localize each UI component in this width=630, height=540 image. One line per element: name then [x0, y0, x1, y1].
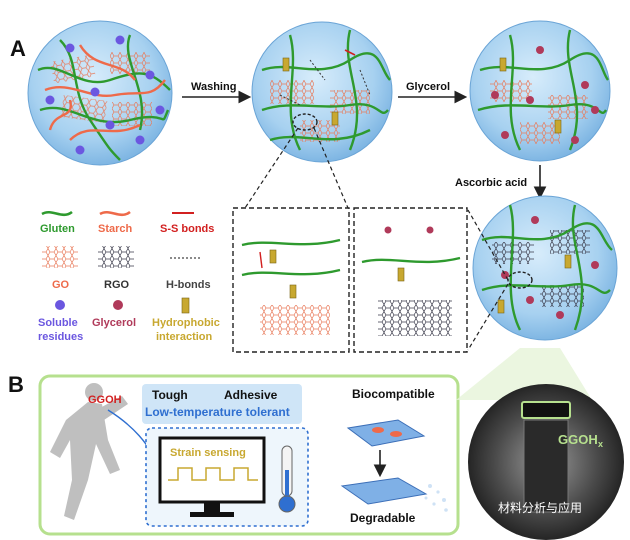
step-ascorbic: Ascorbic acid: [455, 177, 527, 189]
runner-label: GGOH: [88, 394, 122, 406]
legend: Gluten Starch S-S bonds GO RGO H-bonds S…: [38, 210, 220, 343]
sphere-initial: [27, 20, 173, 166]
panel-label-b: B: [8, 372, 24, 397]
signal-waveform: [168, 467, 258, 481]
monitor-base: [190, 512, 234, 517]
label-degradable: Degradable: [350, 511, 416, 525]
step-glycerol: Glycerol: [406, 81, 450, 93]
sphere-glycerol: [469, 20, 611, 162]
legend-soluble-2: residues: [38, 331, 83, 343]
properties-box: [142, 384, 302, 424]
film-degraded: [340, 477, 428, 505]
legend-hydrophobic-2: interaction: [156, 331, 213, 343]
film-intact: [346, 419, 426, 447]
monitor-stand: [204, 502, 220, 512]
sample-photo: [468, 384, 624, 540]
zoom-box-go: [232, 207, 350, 353]
legend-h-bonds: H-bonds: [166, 279, 211, 291]
sphere-reduced: [472, 195, 618, 341]
legend-hydrophobic-swatch: [181, 297, 190, 314]
legend-rgo: RGO: [104, 279, 130, 291]
thermometer-icon: [278, 445, 296, 513]
photo-label-sub: x: [598, 439, 603, 449]
label-biocompatible: Biocompatible: [352, 387, 435, 401]
legend-soluble-1: Soluble: [38, 317, 78, 329]
label-adhesive: Adhesive: [224, 388, 278, 402]
legend-go: GO: [52, 279, 70, 291]
legend-rgo-swatch: [98, 246, 134, 268]
photo-label: GGOH: [558, 432, 598, 447]
legend-soluble-swatch: [55, 300, 65, 310]
label-strain-sensing: Strain sensing: [170, 447, 246, 459]
sphere-washed: [251, 21, 393, 163]
step-washing: Washing: [191, 81, 236, 93]
legend-starch-swatch: [99, 210, 131, 217]
legend-gluten: Gluten: [40, 223, 75, 235]
runner-silhouette: [50, 383, 128, 520]
label-tough: Tough: [152, 388, 188, 402]
label-low-temp: Low-temperature tolerant: [145, 405, 290, 419]
watermark: 材料分析与应用: [498, 500, 582, 515]
zoom-box-rgo: [353, 207, 468, 353]
degradation-particles: [424, 484, 448, 512]
legend-ss-bonds: S-S bonds: [160, 223, 214, 235]
legend-starch: Starch: [98, 223, 133, 235]
panel-label-a: A: [10, 36, 26, 61]
legend-gluten-swatch: [41, 210, 73, 217]
legend-hydrophobic-1: Hydrophobic: [152, 317, 220, 329]
legend-go-swatch: [42, 246, 78, 268]
legend-glycerol: Glycerol: [92, 317, 136, 329]
legend-glycerol-swatch: [113, 300, 123, 310]
